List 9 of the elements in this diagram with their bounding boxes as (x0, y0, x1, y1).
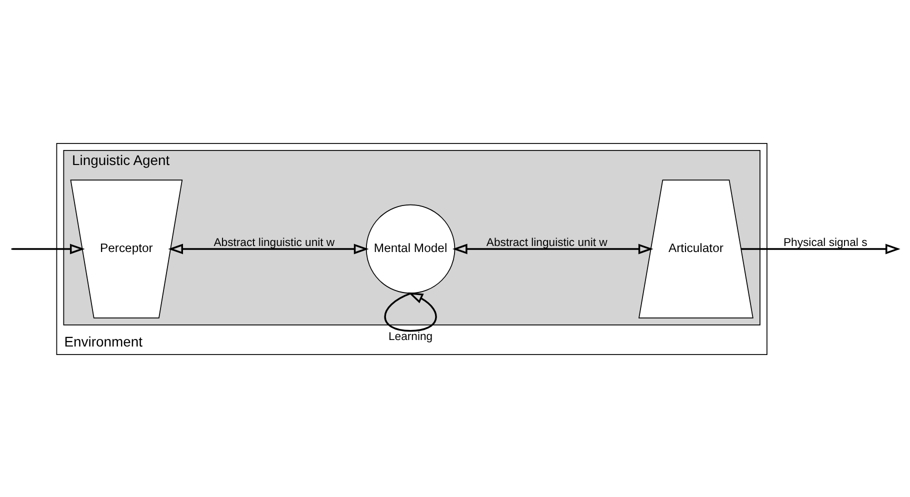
edge-label: Abstract linguistic unit w (486, 236, 608, 248)
arrow (452, 243, 654, 254)
edge-label: Physical signal s (784, 236, 868, 248)
arrow (384, 292, 437, 332)
arrow (12, 243, 85, 254)
edge-label: Learning (388, 330, 433, 342)
node-circle: Mental Model (366, 204, 456, 294)
arrow (168, 243, 369, 254)
edge-label: Abstract linguistic unit w (214, 236, 335, 248)
